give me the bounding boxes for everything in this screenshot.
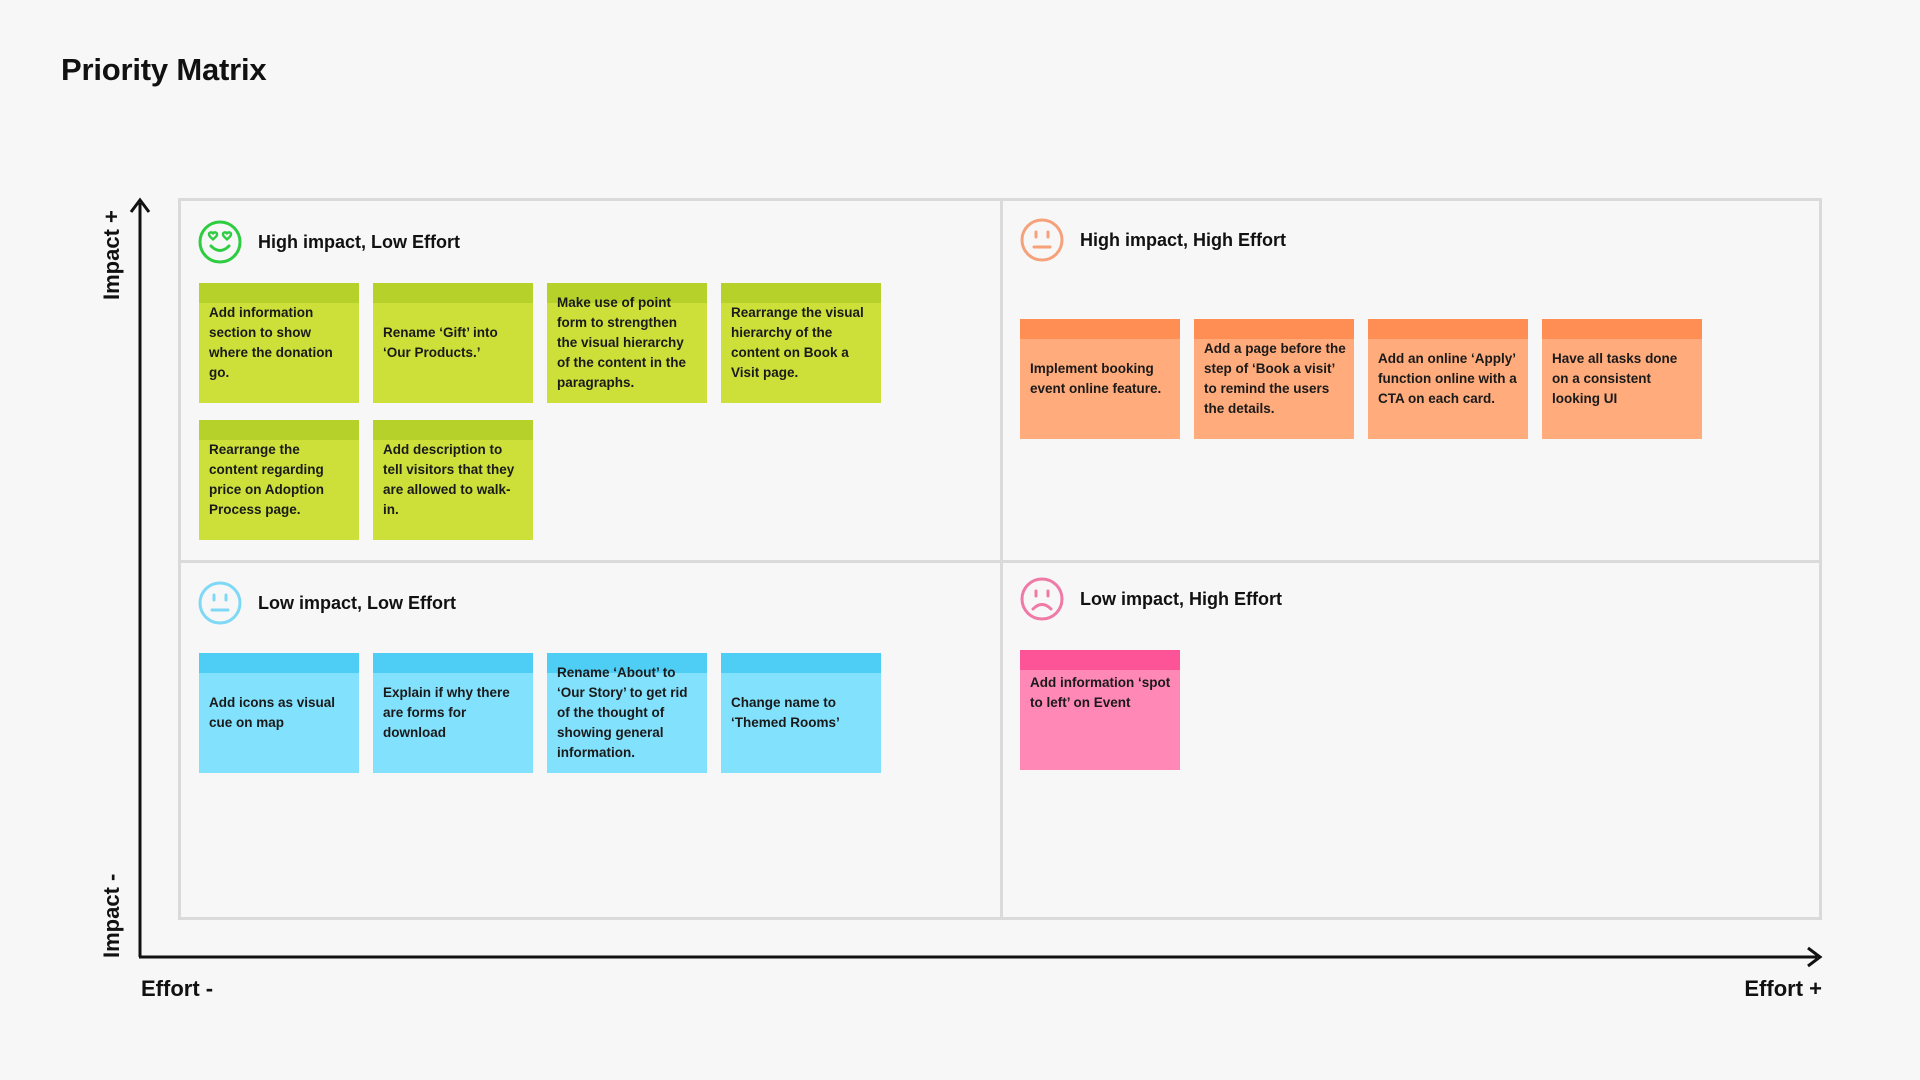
quadrant-high-impact-high-effort: High impact, High Effort Implement booki… bbox=[1003, 201, 1822, 560]
quadrant-low-impact-low-effort: Low impact, Low Effort Add icons as visu… bbox=[181, 563, 1000, 920]
heart-eyes-smiley-icon bbox=[198, 220, 242, 264]
y-axis-arrowhead bbox=[129, 197, 151, 213]
sticky-note[interactable]: Explain if why there are forms for downl… bbox=[373, 653, 533, 773]
quadrant-header: High impact, Low Effort bbox=[197, 219, 460, 265]
vertical-divider bbox=[1000, 201, 1003, 917]
sticky-note[interactable]: Have all tasks done on a consistent look… bbox=[1542, 319, 1702, 439]
sad-face-icon bbox=[1020, 577, 1064, 621]
quadrant-header: Low impact, Low Effort bbox=[197, 580, 456, 626]
sticky-note[interactable]: Rename ‘About’ to ‘Our Story’ to get rid… bbox=[547, 653, 707, 773]
sticky-note[interactable]: Rename ‘Gift’ into ‘Our Products.’ bbox=[373, 283, 533, 403]
quadrant-title: High impact, Low Effort bbox=[258, 231, 460, 252]
y-axis-label-top: Impact + bbox=[99, 210, 124, 300]
quadrant-header: High impact, High Effort bbox=[1019, 217, 1286, 263]
sticky-note[interactable]: Add description to tell visitors that th… bbox=[373, 420, 533, 540]
y-axis-label-bottom: Impact - bbox=[99, 873, 124, 958]
x-axis-arrowhead bbox=[1807, 946, 1823, 968]
sticky-note[interactable]: Add information section to show where th… bbox=[199, 283, 359, 403]
quadrant-title: Low impact, Low Effort bbox=[258, 592, 456, 613]
sticky-note[interactable]: Implement booking event online feature. bbox=[1020, 319, 1180, 439]
quadrant-header: Low impact, High Effort bbox=[1019, 576, 1282, 622]
sticky-note[interactable]: Add information ‘spot to left’ on Event bbox=[1020, 650, 1180, 770]
sticky-note[interactable]: Rearrange the content regarding price on… bbox=[199, 420, 359, 540]
neutral-face-icon bbox=[198, 581, 242, 625]
page-title: Priority Matrix bbox=[61, 52, 267, 87]
neutral-face-icon bbox=[1020, 218, 1064, 262]
priority-matrix: High impact, Low Effort Add information … bbox=[178, 198, 1822, 920]
sticky-note[interactable]: Change name to ‘Themed Rooms’ bbox=[721, 653, 881, 773]
sticky-note[interactable]: Rearrange the visual hierarchy of the co… bbox=[721, 283, 881, 403]
sticky-note[interactable]: Add a page before the step of ‘Book a vi… bbox=[1194, 319, 1354, 439]
sticky-note[interactable]: Make use of point form to strengthen the… bbox=[547, 283, 707, 403]
quadrant-title: Low impact, High Effort bbox=[1080, 588, 1282, 609]
x-axis-label-left: Effort - bbox=[141, 976, 214, 1001]
quadrant-high-impact-low-effort: High impact, Low Effort Add information … bbox=[181, 201, 1000, 560]
quadrant-low-impact-high-effort: Low impact, High Effort Add information … bbox=[1003, 563, 1822, 920]
x-axis-label-right: Effort + bbox=[1744, 976, 1822, 1001]
sticky-note[interactable]: Add icons as visual cue on map bbox=[199, 653, 359, 773]
quadrant-title: High impact, High Effort bbox=[1080, 229, 1286, 250]
sticky-note[interactable]: Add an online ‘Apply’ function online wi… bbox=[1368, 319, 1528, 439]
horizontal-divider bbox=[181, 560, 1819, 563]
